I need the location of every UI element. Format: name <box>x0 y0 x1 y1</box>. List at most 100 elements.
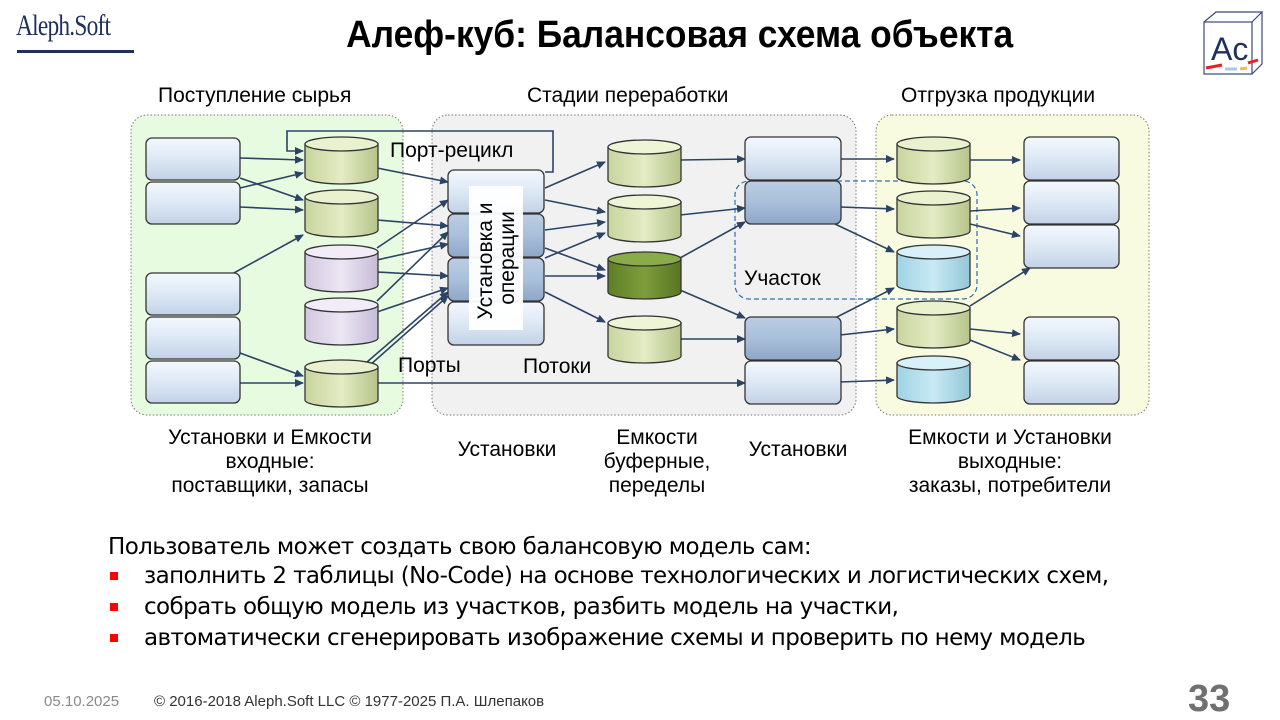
buffer-tank <box>607 315 682 364</box>
flow <box>679 204 746 216</box>
buffer-tank <box>607 139 682 188</box>
slide-title: Алеф-куб: Балансовая схема объекта <box>346 14 1014 56</box>
logo-underline <box>17 50 134 53</box>
section-header-output: Отгрузка продукции <box>901 84 1096 107</box>
area-label: Участок <box>744 267 822 290</box>
intro-text: Пользователь может создать свою балансов… <box>108 534 812 560</box>
unit-operations-label-bg <box>469 186 523 330</box>
output-tank <box>896 190 971 239</box>
stage2-unit <box>744 316 842 361</box>
tanks <box>304 136 971 408</box>
page-number: 33 <box>1188 678 1231 720</box>
flow <box>376 286 449 313</box>
flow <box>969 223 1021 239</box>
output-tank <box>896 300 971 349</box>
bullet-square-icon <box>110 603 118 611</box>
flow <box>239 170 304 189</box>
ports-label: Порты <box>398 354 461 377</box>
flows <box>231 155 1031 387</box>
buffer-tank <box>607 194 682 243</box>
stage2-unit <box>744 360 842 405</box>
flow <box>834 287 895 319</box>
flow <box>376 167 449 185</box>
output-unit <box>1023 136 1120 181</box>
footer-date: 05.10.2025 <box>44 693 120 710</box>
flow <box>544 219 606 231</box>
output-unit <box>1023 180 1120 225</box>
brand-logo-text: Aleph.Soft <box>16 9 111 42</box>
aleph-cube-logo-icon: Ac <box>1200 10 1266 78</box>
flow <box>839 325 895 336</box>
flow <box>544 161 606 189</box>
input-unit <box>145 272 241 316</box>
unit-operations-label: Установка и операции <box>474 197 519 320</box>
output-tank <box>896 136 971 185</box>
flow <box>376 199 449 249</box>
flow <box>376 219 449 230</box>
flow <box>834 223 895 253</box>
flow <box>239 352 304 378</box>
output-tank <box>896 244 971 293</box>
input-units <box>145 137 241 404</box>
flow <box>544 232 606 259</box>
balance-diagram: Установка и операции Порт-рецикл Порты П… <box>130 114 1150 416</box>
flow <box>239 155 304 164</box>
flow <box>376 271 449 280</box>
bullet-item: автоматически сгенерировать изображение … <box>108 625 1109 656</box>
input-unit <box>145 181 241 225</box>
flow <box>239 177 304 202</box>
recycle-port-label: Порт-рецикл <box>390 139 513 162</box>
flow <box>376 241 449 261</box>
stage2-unit <box>744 180 842 225</box>
flow <box>544 199 606 215</box>
svg-text:Ac: Ac <box>1211 31 1248 67</box>
area-outline <box>734 180 978 300</box>
flow <box>839 376 895 385</box>
aleph-soft-logo: Aleph.Soft <box>16 8 136 54</box>
output-unit <box>1023 224 1120 269</box>
flow <box>969 267 1031 307</box>
buffer-tank <box>607 251 682 300</box>
output-unit <box>1023 316 1120 361</box>
flow <box>366 291 449 363</box>
caption-inputs: Установки и Емкости входные: поставщики,… <box>168 426 372 497</box>
flow <box>969 339 1021 361</box>
caption-units-1: Установки <box>457 438 557 461</box>
flows-label: Потоки <box>523 355 591 378</box>
stage2-units <box>744 136 842 405</box>
flow <box>969 328 1021 338</box>
stage2-unit <box>744 136 842 181</box>
flow <box>969 204 1021 213</box>
input-tank <box>304 244 379 293</box>
caption-units-2: Установки <box>748 438 848 461</box>
flow <box>369 295 449 366</box>
flow <box>679 289 746 319</box>
caption-outputs: Емкости и Установки выходные: заказы, по… <box>908 426 1112 497</box>
recycle-port-flow <box>286 130 554 173</box>
input-tank <box>304 359 379 408</box>
flow <box>839 204 895 213</box>
input-tank <box>304 297 379 346</box>
caption-buffers: Емкости буферные, переделы <box>603 426 711 497</box>
input-unit <box>145 360 241 404</box>
section-header-input: Поступление сырья <box>158 84 352 107</box>
bullet-square-icon <box>110 634 118 642</box>
input-unit <box>145 316 241 360</box>
flow <box>544 247 606 272</box>
section-header-processing: Стадии переработки <box>527 84 729 107</box>
footer-copyright: © 2016-2018 Aleph.Soft LLC © 1977-2025 П… <box>154 693 545 710</box>
bullet-item: собрать общую модель из участков, разбит… <box>108 594 1109 625</box>
output-units <box>1023 136 1120 405</box>
output-tank <box>896 355 971 404</box>
bullet-square-icon <box>110 572 118 580</box>
flow <box>679 221 746 259</box>
bullet-item: заполнить 2 таблицы (No-Code) на основе … <box>108 563 1109 594</box>
flow <box>544 291 606 323</box>
input-tank <box>304 189 379 238</box>
flow <box>376 231 449 302</box>
input-unit <box>145 137 241 181</box>
input-tank <box>304 136 379 185</box>
flow <box>239 205 304 214</box>
flow <box>679 155 746 164</box>
flow <box>231 234 304 275</box>
